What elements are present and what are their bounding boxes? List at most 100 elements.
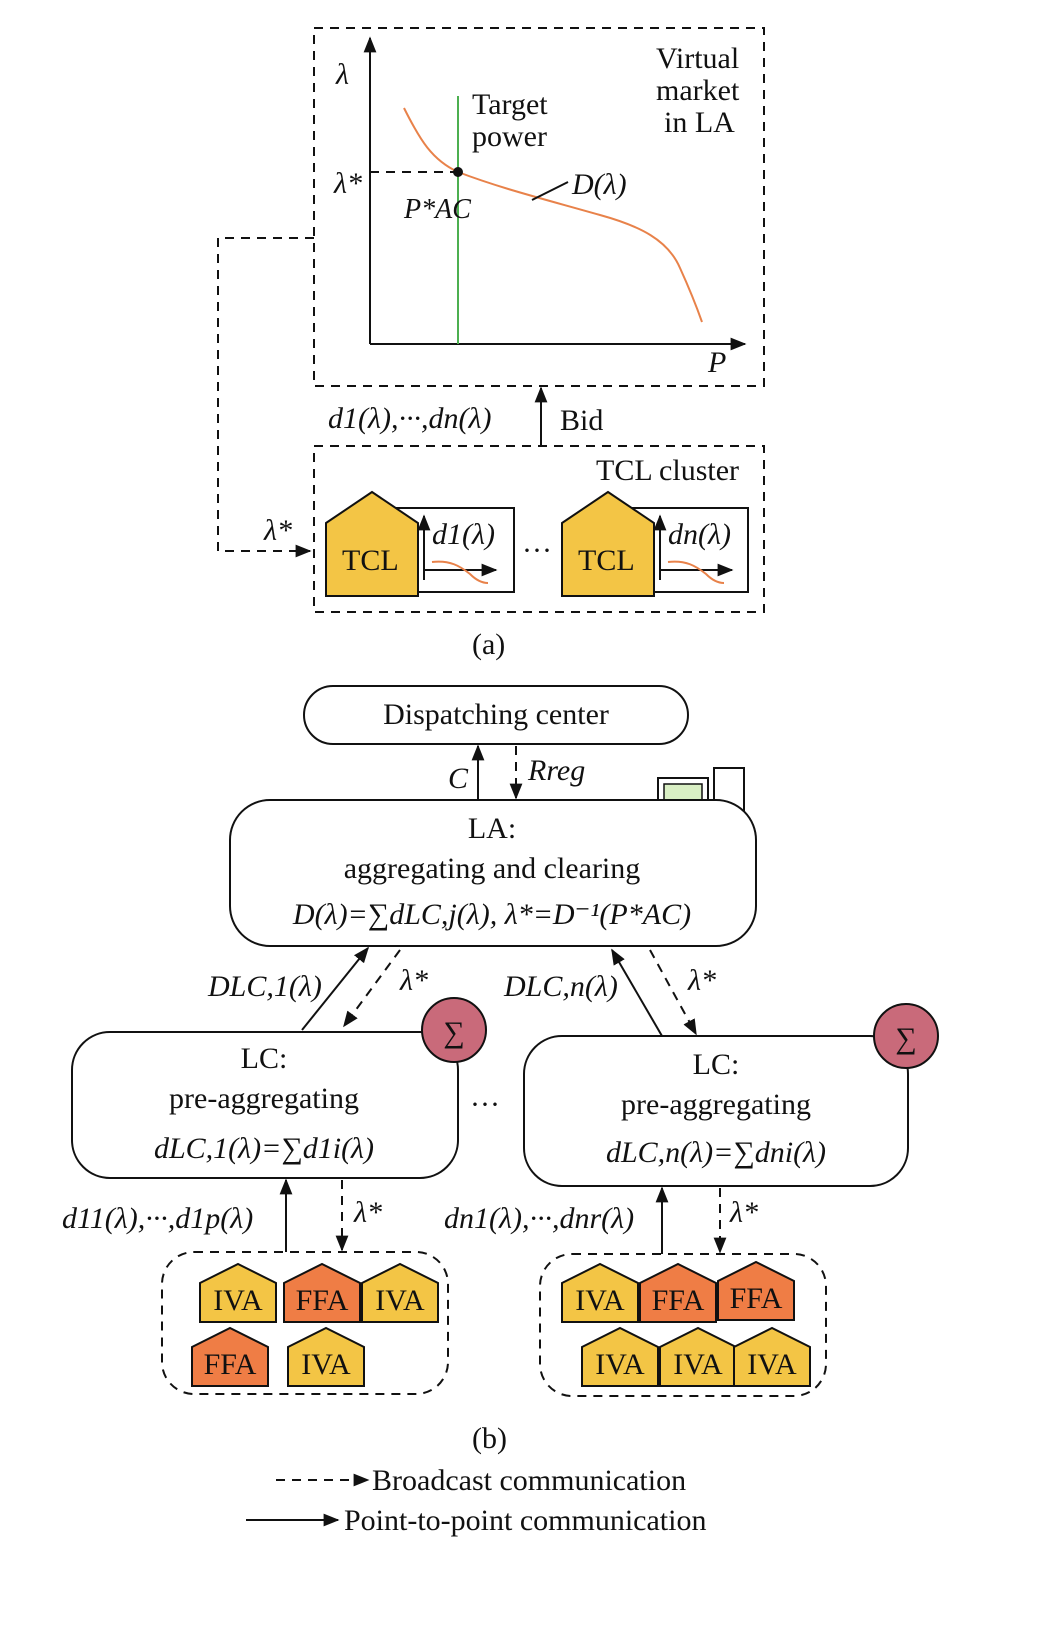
lambda-feedback-label: λ* [263, 514, 292, 547]
device-left-2-house-icon [283, 1262, 361, 1323]
market-label-line1: Virtual [656, 42, 739, 75]
device-right-1: IVA [561, 1262, 639, 1323]
device-left-5: IVA [287, 1326, 365, 1387]
market-label-line2: market [656, 74, 740, 107]
virtual-market-box [313, 27, 765, 387]
lc-right-subtitle: pre-aggregating [621, 1088, 811, 1121]
device-group-right [539, 1253, 827, 1397]
r-reg-label: Rreg [527, 754, 585, 787]
lc-right-formula: dLC,n(λ)=∑dni(λ) [606, 1136, 826, 1169]
sum-icon-left [421, 997, 487, 1063]
device-right-1-house-icon [561, 1262, 639, 1323]
lambda-feedback-arrow [217, 237, 314, 558]
sum-icon-right [873, 1003, 939, 1069]
tcl-1-house-label: TCL [342, 544, 399, 577]
lambda-star-right: λ* [687, 964, 716, 997]
device-left-5-house-icon [287, 1326, 365, 1387]
lambda-left-arrow [343, 949, 401, 1028]
target-label-line2: power [472, 120, 547, 153]
p-ac-star-label: P*AC [403, 194, 471, 225]
device-left-2: FFA [283, 1262, 361, 1323]
device-right-3-label: FFA [730, 1282, 783, 1315]
device-left-1-label: IVA [213, 1284, 263, 1317]
device-right-6-label: IVA [747, 1348, 797, 1381]
tcl-1-curve-label: d1(λ) [432, 518, 495, 551]
d-lcn-label: DLC,n(λ) [503, 970, 618, 1003]
demand-curve-label: D(λ) [571, 168, 627, 201]
dispatching-center-label: Dispatching center [383, 698, 609, 731]
tcl-cluster-title: TCL cluster [596, 454, 739, 487]
device-right-2: FFA [639, 1262, 717, 1323]
device-right-3: FFA [717, 1260, 795, 1321]
tcl-1-house-icon [325, 490, 419, 597]
la-subtitle: aggregating and clearing [344, 852, 641, 885]
panel-b: Dispatching center C Rreg LA: aggregatin… [62, 685, 939, 1455]
y-axis-label: λ [335, 58, 349, 91]
tcl-ellipsis: ··· [522, 534, 552, 567]
lc-right-box [523, 1035, 909, 1187]
la-title: LA: [468, 812, 516, 845]
d-lc1-arrow [301, 946, 370, 1031]
sum-symbol-left: ∑ [443, 1016, 464, 1049]
lc-left-lambda-label: λ* [353, 1196, 382, 1229]
lambda-star-axis-label: λ* [333, 167, 362, 200]
target-label-line1: Target [472, 88, 548, 121]
device-right-6-house-icon [733, 1326, 811, 1387]
lc-right-lambda-label: λ* [729, 1196, 758, 1229]
device-right-1-label: IVA [575, 1284, 625, 1317]
device-right-5-label: IVA [673, 1348, 723, 1381]
tcl-device-1: TCL d1(λ) [325, 490, 515, 597]
d-lcn-arrow [611, 948, 663, 1037]
legend: Broadcast communication Point-to-point c… [246, 1464, 706, 1537]
legend-broadcast-label: Broadcast communication [372, 1464, 686, 1497]
lc-ellipsis: ··· [470, 1088, 500, 1121]
la-formula: D(λ)=∑dLC,j(λ), λ*=D⁻¹(P*AC) [292, 898, 691, 931]
caption-a: (a) [472, 628, 505, 661]
device-left-4-house-icon [191, 1326, 269, 1387]
lambda-star-left: λ* [399, 964, 428, 997]
lc-right-title: LC: [693, 1048, 740, 1081]
device-left-5-label: IVA [301, 1348, 351, 1381]
panel-a: λ P Target power λ* P*AC D(λ) Virtual ma… [217, 27, 765, 661]
lc-left-formula: dLC,1(λ)=∑d1i(λ) [154, 1132, 374, 1165]
bid-label: Bid [560, 404, 603, 437]
demand-curve-pointer [531, 181, 569, 201]
device-right-4-label: IVA [595, 1348, 645, 1381]
tcl-n-curve-label: dn(λ) [668, 518, 731, 551]
tcl-cluster-box [313, 445, 765, 613]
caption-b: (b) [472, 1422, 507, 1455]
device-left-1-house-icon [199, 1262, 277, 1323]
device-left-4: FFA [191, 1326, 269, 1387]
device-right-2-house-icon [639, 1262, 717, 1323]
device-right-5: IVA [659, 1326, 737, 1387]
device-left-3-house-icon [361, 1262, 439, 1323]
device-left-4-label: FFA [204, 1348, 257, 1381]
device-right-4: IVA [581, 1326, 659, 1387]
lc-left-title: LC: [241, 1042, 288, 1075]
x-axis-label: P [707, 346, 726, 379]
device-left-2-label: FFA [296, 1284, 349, 1317]
lc-left-bids-label: d11(λ),···,d1p(λ) [62, 1202, 253, 1235]
device-right-2-label: FFA [652, 1284, 705, 1317]
device-left-1: IVA [199, 1262, 277, 1323]
device-group-left [161, 1251, 449, 1395]
tcl-n-mini-curve [667, 560, 725, 584]
dispatching-center-box [303, 685, 689, 745]
device-left-3-label: IVA [375, 1284, 425, 1317]
c-label: C [448, 762, 469, 795]
lc-right-bids-label: dn1(λ),···,dnr(λ) [444, 1202, 634, 1235]
demand-curve [403, 107, 703, 323]
device-right-4-house-icon [581, 1326, 659, 1387]
bids-label: d1(λ),···,dn(λ) [328, 402, 491, 435]
d-lc1-label: DLC,1(λ) [207, 970, 322, 1003]
tcl-1-mini-curve [431, 560, 489, 584]
la-box [229, 799, 757, 947]
device-right-6: IVA [733, 1326, 811, 1387]
lc-left-subtitle: pre-aggregating [169, 1082, 359, 1115]
device-left-3: IVA [361, 1262, 439, 1323]
tcl-device-n: TCL dn(λ) [561, 490, 749, 597]
tcl-n-house-icon [561, 490, 655, 597]
tcl-n-house-label: TCL [578, 544, 635, 577]
device-right-3-house-icon [717, 1260, 795, 1321]
